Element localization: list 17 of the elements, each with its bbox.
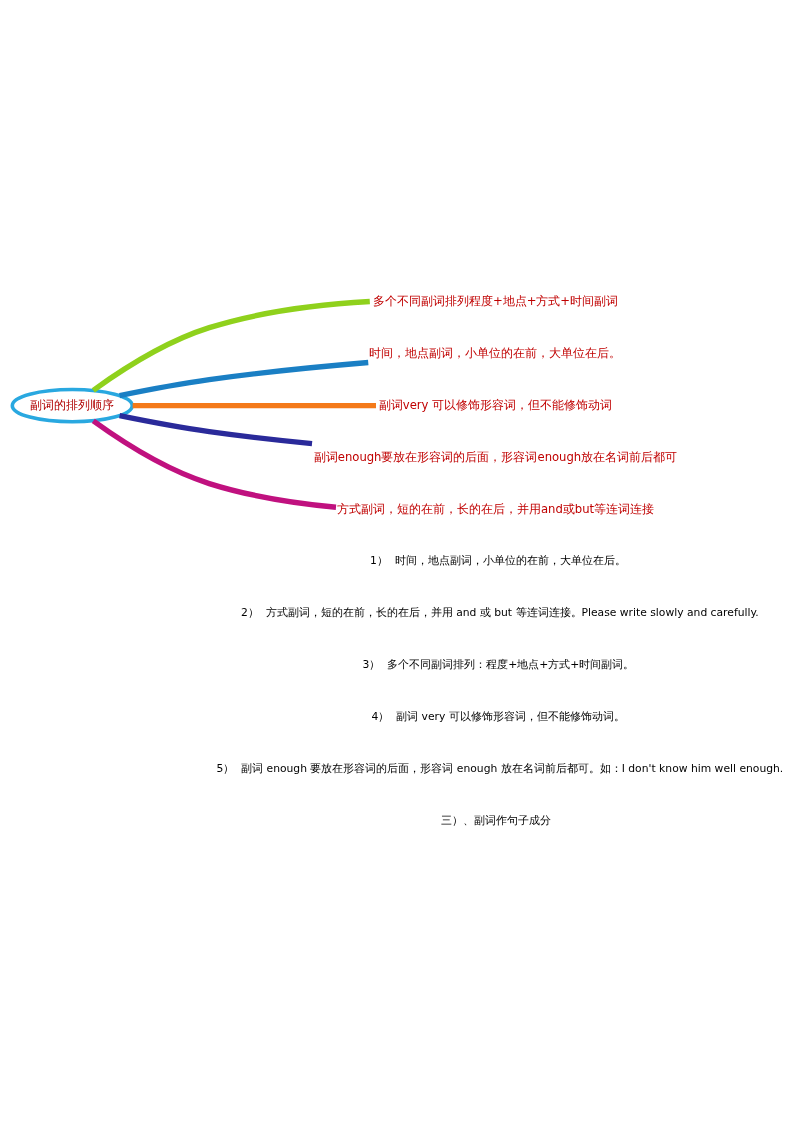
label: 2） 方式副词，短的在前，长的在后，并用 and 或 but 等连词连接。Please write slowly and carefully. <box>241 606 759 620</box>
label: 5） 副词 enough 要放在形容词的后面，形容词 enough 放在名词前后都可。如：I don't know him well enough. <box>216 762 784 776</box>
node-text: 多个不同副词排列程度+地点+方式+时间副词 <box>372 293 619 308</box>
node-text: 副词enough要放在形容词的后面，形容词enough放在名词前后都可 <box>313 449 678 464</box>
node-text: 副词very 可以修饰形容词，但不能修饰动词 <box>378 397 613 412</box>
node-text: 时间，地点副词，小单位的在前，大单位在后。 <box>369 345 622 360</box>
label: 4） 副词 very 可以修饰形容词，但不能修饰动词。 <box>371 710 625 724</box>
node-ellipse: 副词的排列顺序 <box>10 387 134 424</box>
connector <box>119 413 313 447</box>
connector <box>132 402 376 409</box>
connector <box>91 418 337 510</box>
connector <box>119 359 369 399</box>
label: 三）、副词作句子成分 <box>441 814 552 827</box>
connector <box>91 298 370 393</box>
label: 3） 多个不同副词排列：程度+地点+方式+时间副词。 <box>362 658 635 672</box>
node-text: 方式副词，短的在前，长的在后，并用and或but等连词连接 <box>336 501 655 516</box>
label: 1） 时间，地点副词，小单位的在前，大单位在后。 <box>370 554 626 568</box>
